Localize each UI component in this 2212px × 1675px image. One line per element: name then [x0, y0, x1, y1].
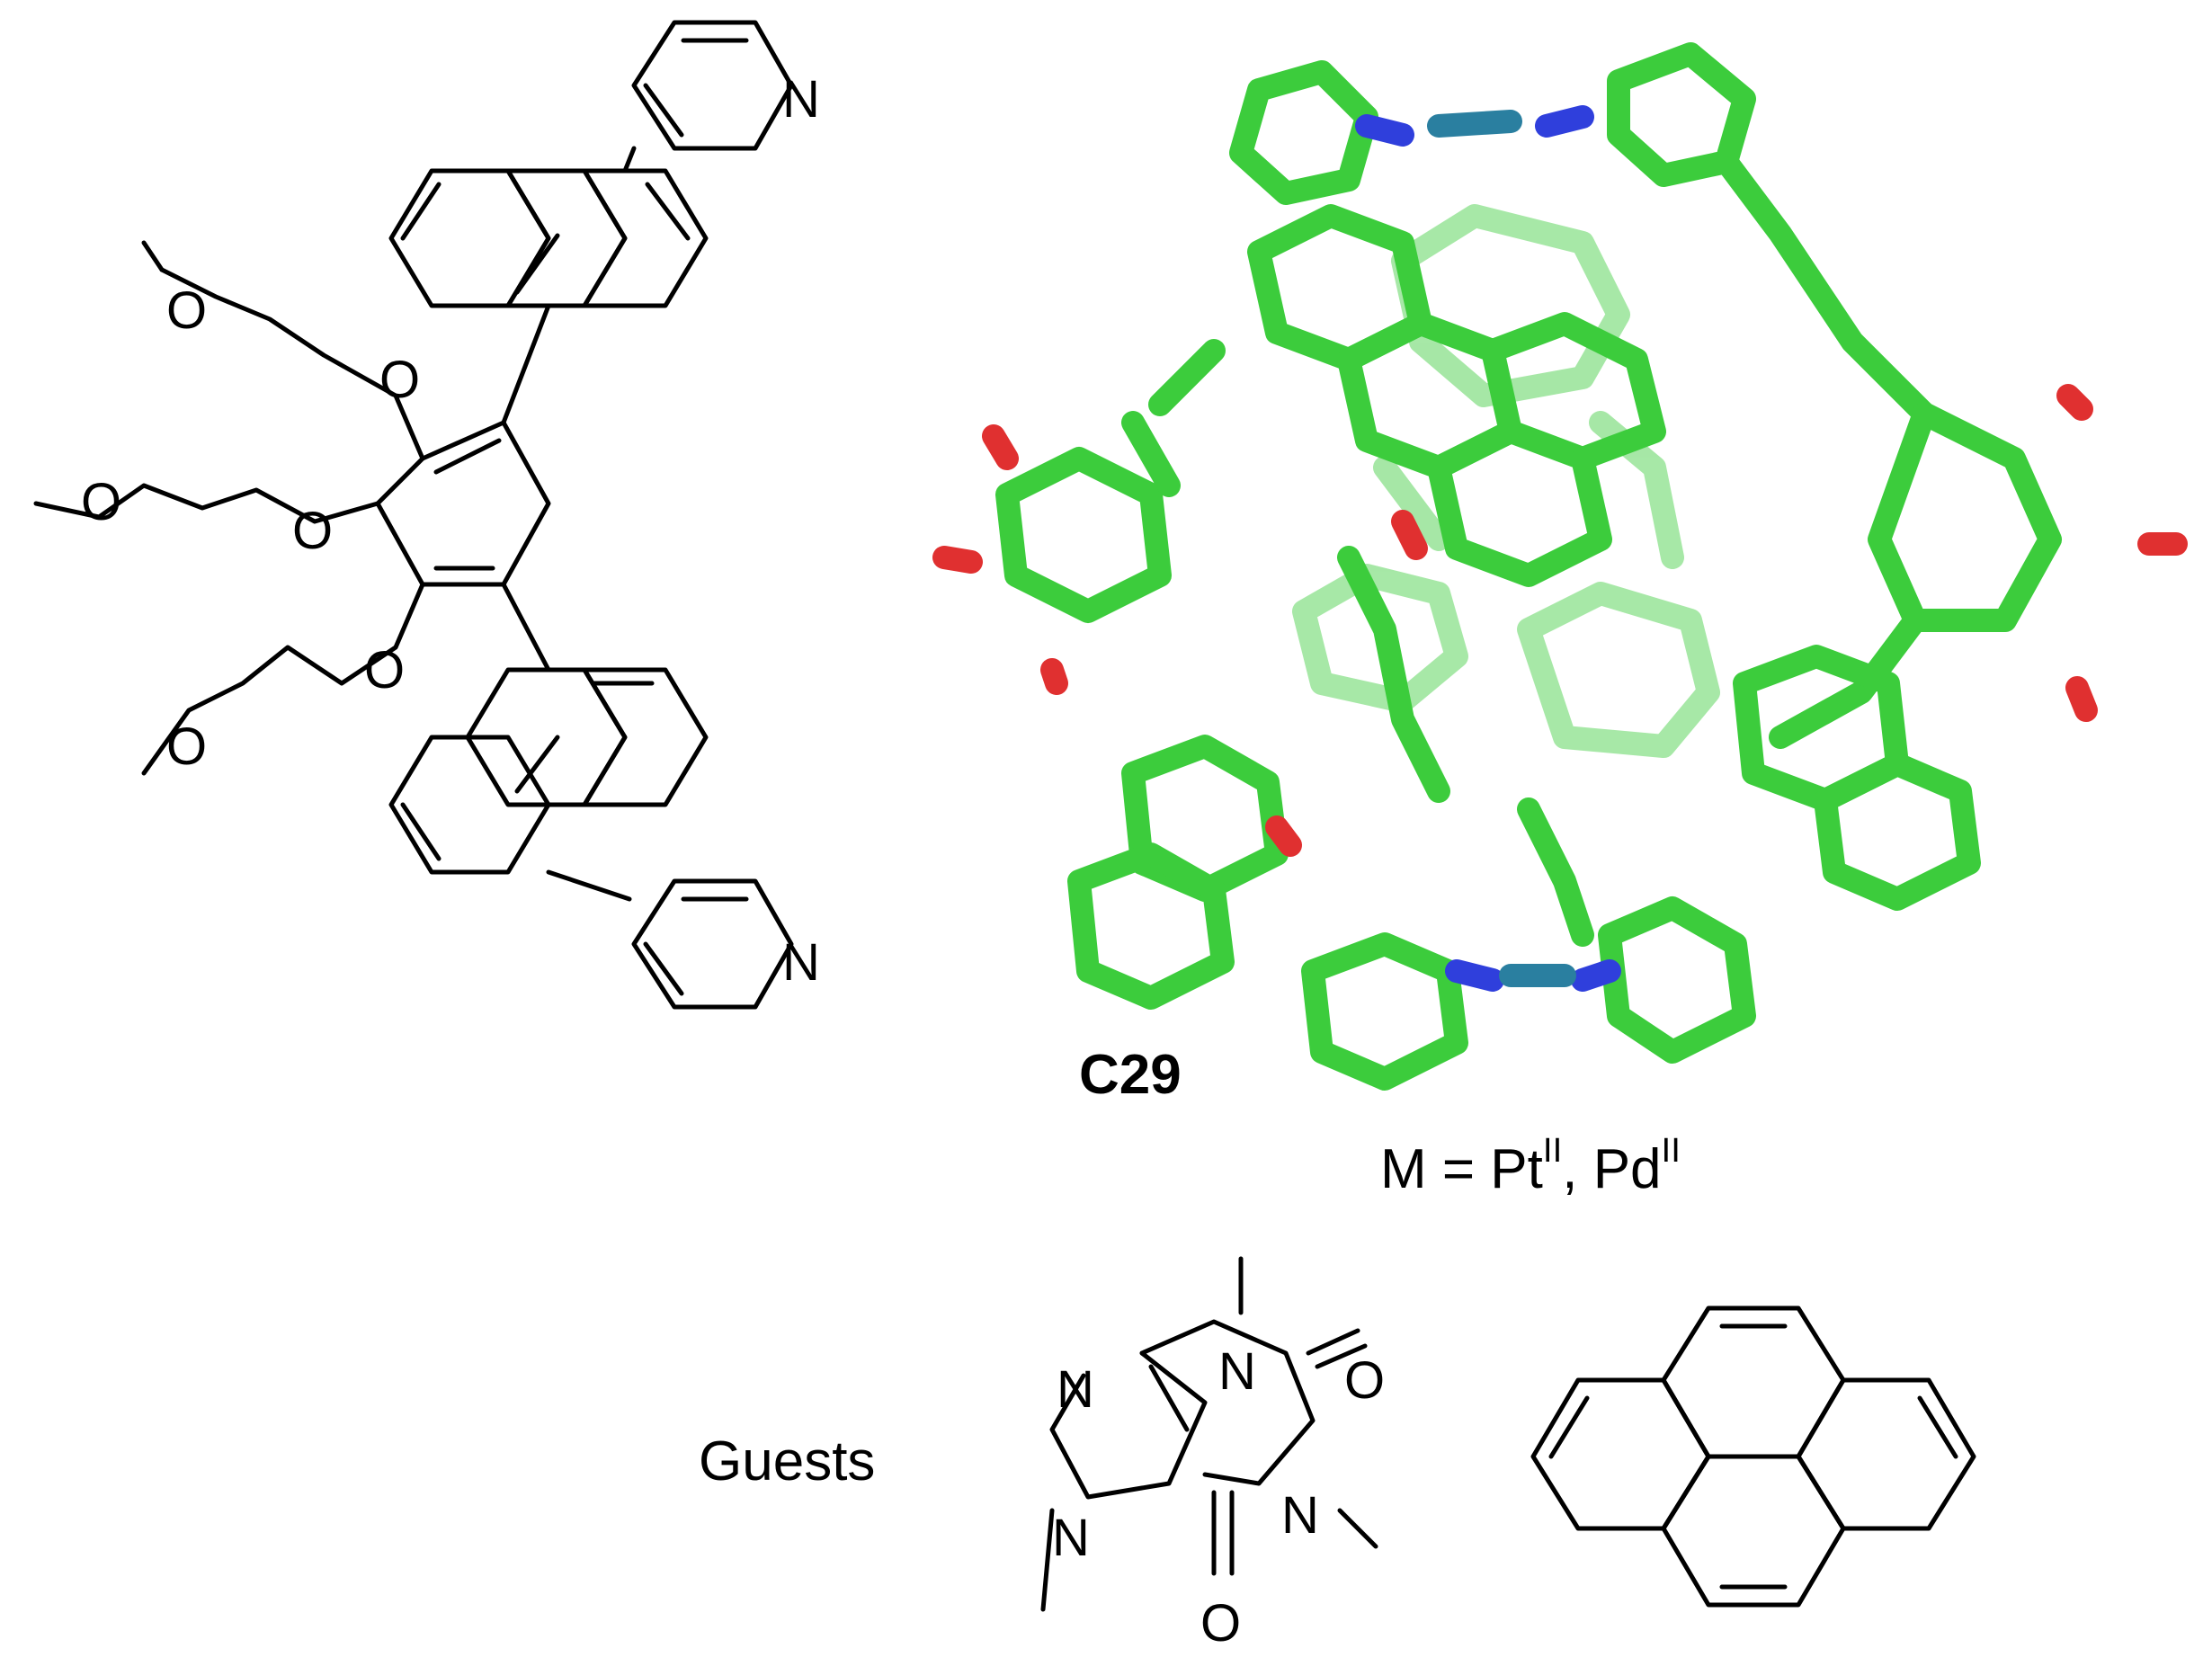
- guests-label: Guests: [699, 1430, 876, 1492]
- compound-label: C29: [1079, 1044, 1182, 1106]
- caffeine-nitrogen: N: [1281, 1486, 1319, 1545]
- caffeine-structure: [1040, 1256, 1378, 1612]
- bottom-pyridine-ring: [631, 878, 794, 1010]
- cage-3d-model: [932, 42, 2188, 1091]
- caffeine-nitrogen: N: [1218, 1342, 1256, 1401]
- oxidation-state: II: [1542, 1131, 1563, 1171]
- methoxyethoxy-chains: [33, 240, 425, 776]
- top-anthracene: [388, 146, 709, 425]
- oxygen-atom: O: [166, 717, 207, 776]
- cage-oxygen-atoms: [932, 384, 2188, 857]
- caffeine-nitrogen: N: [1057, 1360, 1094, 1419]
- oxygen-atom: O: [166, 281, 207, 340]
- cage-metal-centers: [1427, 110, 1576, 987]
- cage-front-strands: [995, 42, 2062, 1091]
- metals-caption-sep: , Pd: [1562, 1138, 1662, 1200]
- pyrene-structure: [1530, 1305, 1976, 1608]
- bottom-anthracene: [388, 582, 709, 902]
- caffeine-oxygen: O: [1200, 1594, 1241, 1653]
- caffeine-nitrogen: N: [1052, 1509, 1090, 1567]
- oxygen-atom: O: [292, 502, 333, 560]
- ligand-structure: O O O O O O N N: [33, 20, 820, 1010]
- oxidation-state: II: [1661, 1131, 1681, 1171]
- oxygen-atom: O: [81, 473, 121, 531]
- top-pyridine-ring: [631, 20, 794, 151]
- pyridine-nitrogen-bottom: N: [782, 933, 820, 992]
- cage-back-strands: [1292, 204, 1720, 758]
- caffeine-oxygen: O: [1344, 1351, 1385, 1410]
- oxygen-atom: O: [379, 351, 420, 409]
- pyridine-nitrogen-top: N: [782, 70, 820, 129]
- metals-caption-prefix: M = Pt: [1380, 1138, 1543, 1200]
- oxygen-atom: O: [364, 641, 405, 699]
- metals-caption: M = PtII, PdII: [1380, 1133, 1681, 1201]
- cage-nitrogen-atoms: [1355, 105, 1621, 992]
